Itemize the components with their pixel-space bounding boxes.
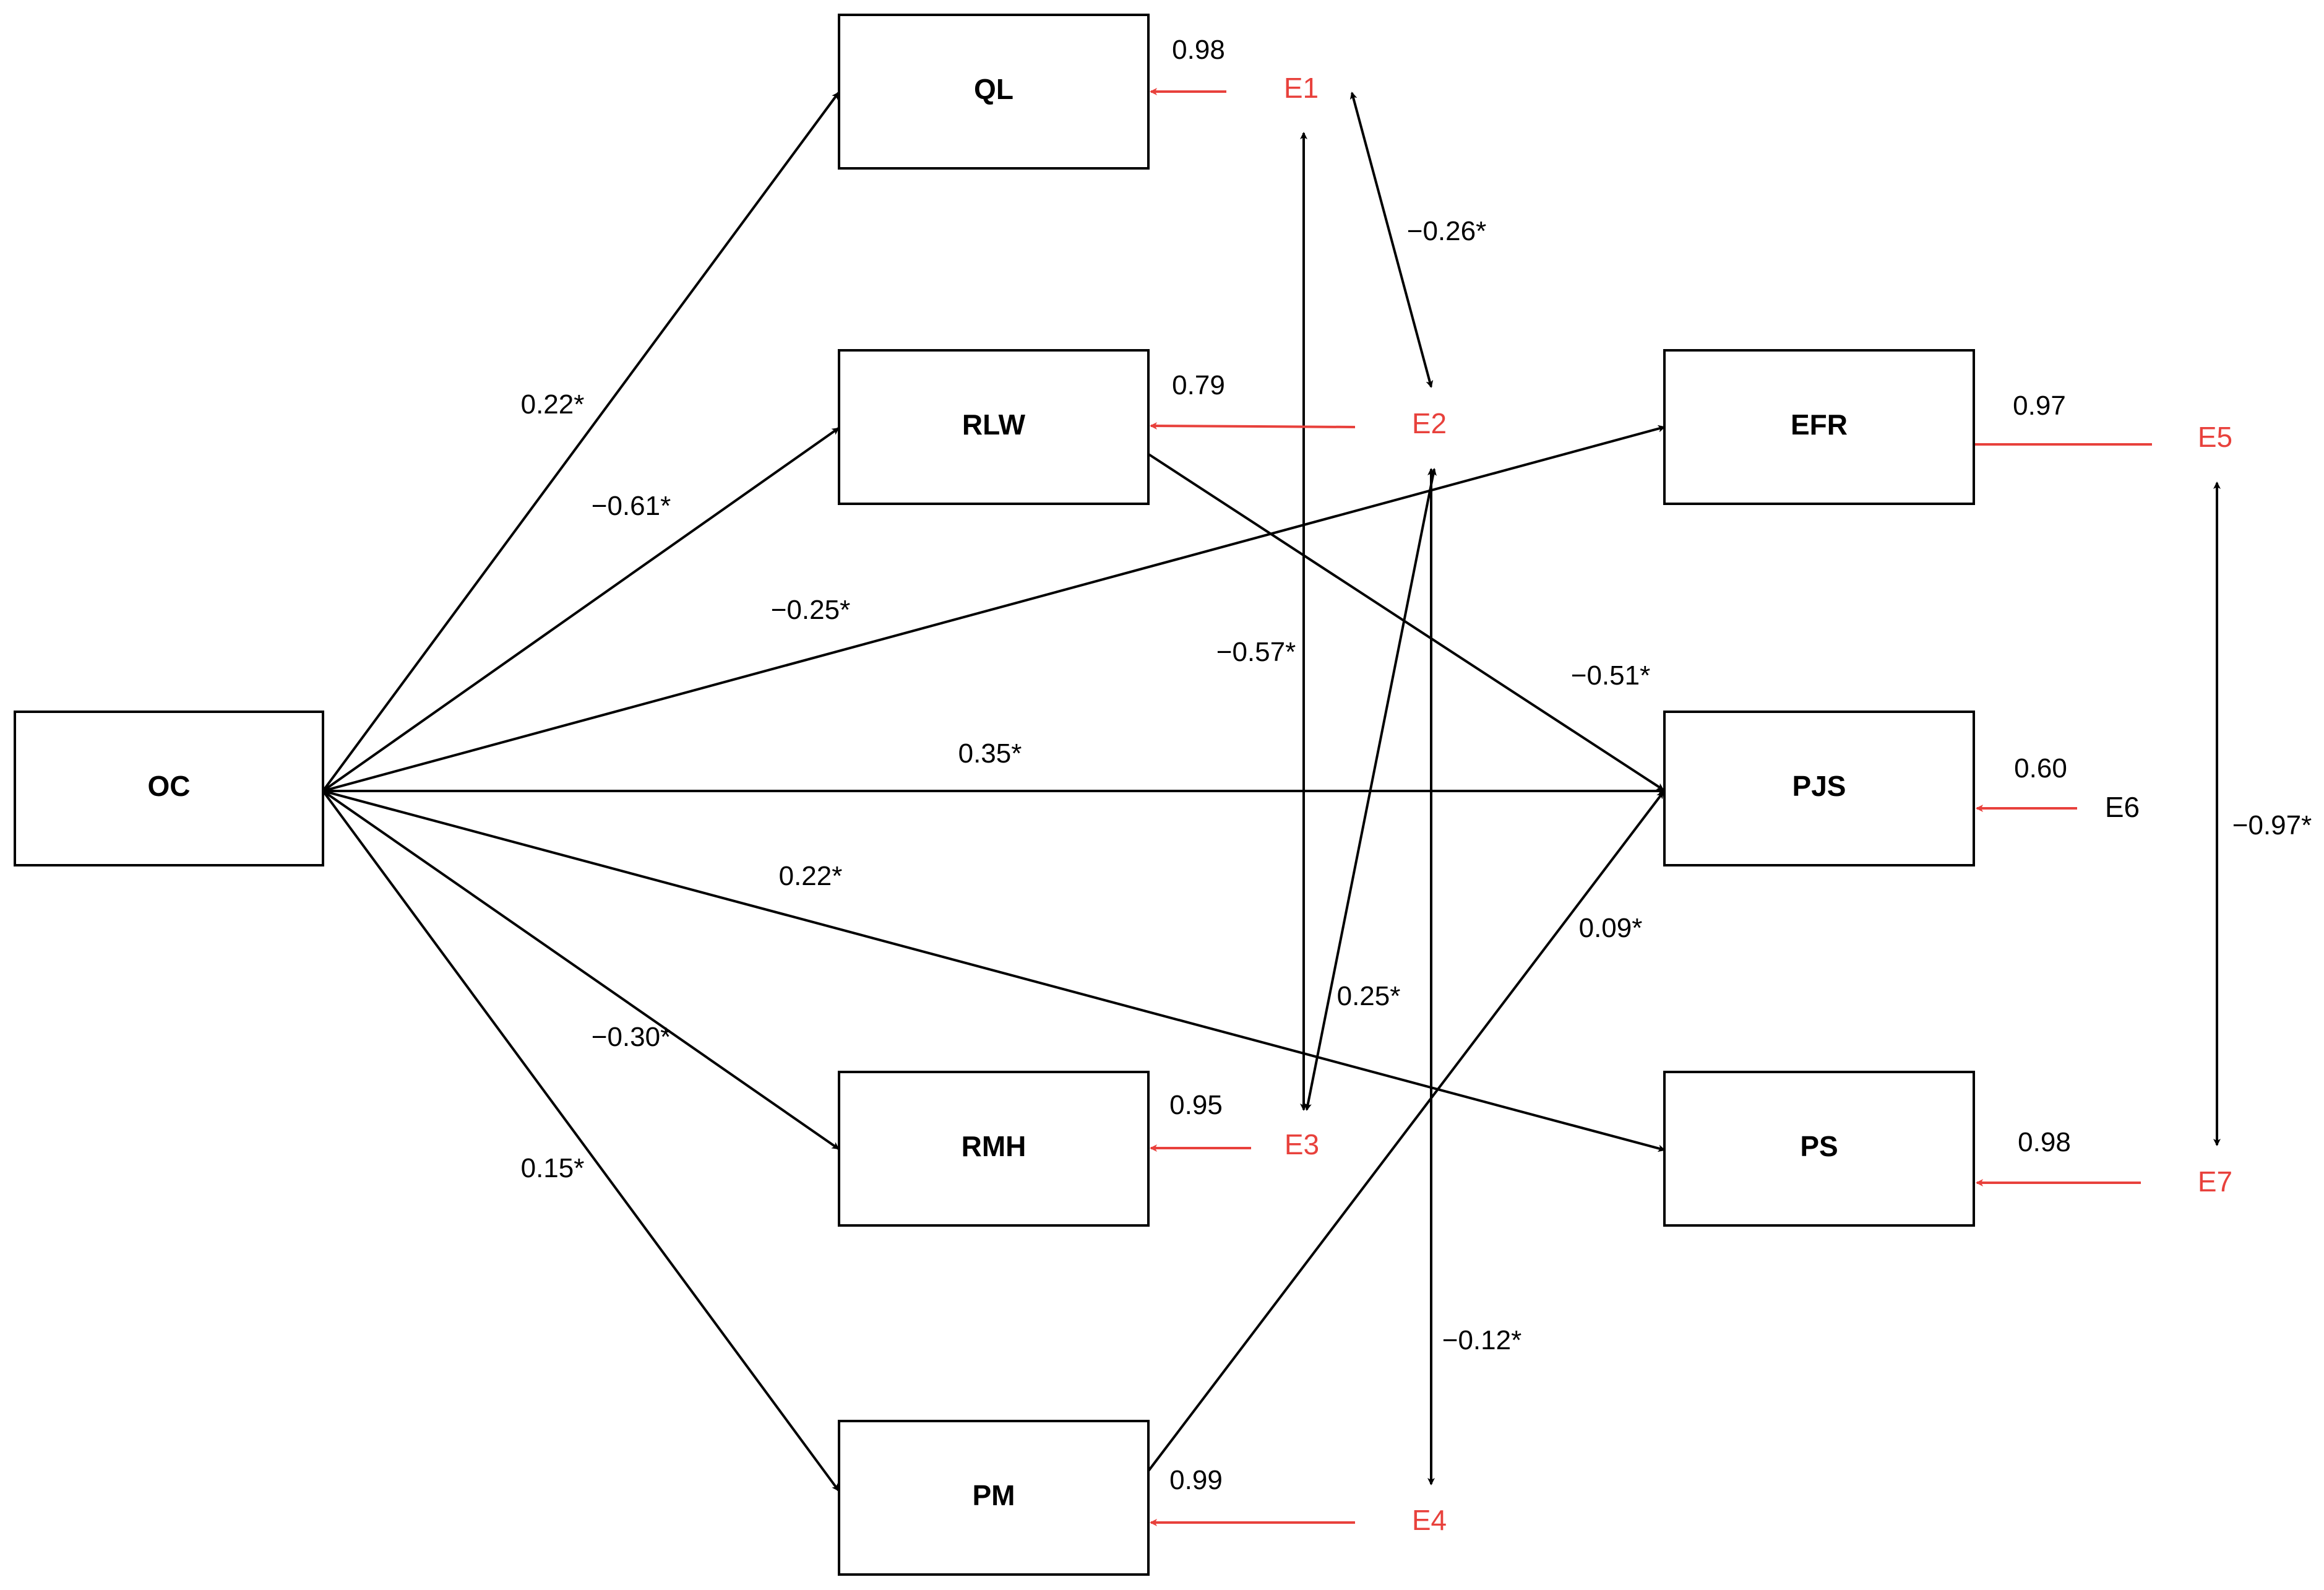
loading-e1-ql: 0.98: [1172, 35, 1225, 65]
error-e1: E1: [1284, 72, 1319, 104]
cov-e1-e2: [1349, 92, 1434, 388]
node-ql: QL: [838, 14, 1150, 170]
coef-pm-pjs: 0.09*: [1579, 913, 1643, 943]
path-oc-pm: [322, 790, 840, 1492]
error-e5: E5: [2198, 421, 2232, 453]
error-labels: E1 E2 E3 E4 E5 E6 E7: [1284, 72, 2232, 1536]
loading-e6-pjs: 0.60: [2014, 753, 2067, 784]
node-efr: EFR: [1663, 349, 1975, 505]
coef-oc-ql: 0.22*: [521, 389, 585, 420]
loading-e7-ps: 0.98: [2018, 1127, 2071, 1157]
error-e7: E7: [2198, 1165, 2232, 1198]
coef-oc-efr: −0.25*: [771, 595, 850, 625]
node-oc: OC: [14, 711, 324, 866]
loading-e4-pm: 0.99: [1169, 1465, 1223, 1495]
path-oc-efr: [322, 425, 1666, 792]
error-paths: [1150, 88, 2152, 1526]
node-rlw-label: RLW: [962, 408, 1026, 441]
cov-label-e2-e3: 0.25*: [1337, 981, 1401, 1011]
error-e4: E4: [1412, 1504, 1447, 1536]
node-rlw: RLW: [838, 349, 1150, 505]
coef-oc-pm: 0.15*: [521, 1153, 585, 1183]
coef-oc-rlw: −0.61*: [592, 491, 671, 521]
node-ql-label: QL: [974, 73, 1014, 105]
coef-rlw-pjs: −0.51*: [1571, 660, 1650, 691]
node-pjs-label: PJS: [1792, 770, 1846, 802]
cov-label-e1-e2: −0.26*: [1407, 216, 1486, 246]
path-oc-rlw: [322, 427, 840, 792]
path-oc-rmh: [322, 790, 840, 1150]
node-oc-label: OC: [148, 770, 191, 802]
path-coefficient-labels: 0.22* −0.61* −0.25* 0.35* 0.22* −0.30* 0…: [521, 389, 1651, 1183]
node-rmh-label: RMH: [962, 1130, 1026, 1162]
node-efr-label: EFR: [1791, 408, 1848, 441]
path-oc-ps: [322, 790, 1666, 1152]
error-e6: E6: [2105, 791, 2140, 823]
error-loading-labels: 0.98 0.79 0.95 0.99 0.97 0.60 0.98: [1169, 35, 2071, 1495]
coef-oc-pjs: 0.35*: [958, 738, 1022, 769]
path-rlw-pjs: [1147, 452, 1664, 791]
covariance-paths: [1300, 92, 2221, 1485]
error-e2: E2: [1412, 407, 1447, 439]
cov-label-e5-e7: −0.97*: [2232, 810, 2312, 840]
coef-oc-rmh: −0.30*: [592, 1022, 671, 1052]
err-path-e2-rlw: [1150, 422, 1356, 430]
loading-e2-rlw: 0.79: [1172, 370, 1225, 400]
node-ps-label: PS: [1800, 1130, 1838, 1162]
path-pm-pjs: [1147, 791, 1664, 1473]
cov-label-e2-e4: −0.12*: [1442, 1325, 1521, 1355]
node-pm: PM: [838, 1420, 1150, 1576]
node-pjs: PJS: [1663, 711, 1975, 866]
error-e3: E3: [1285, 1128, 1319, 1160]
cov-label-e1-e3: −0.57*: [1216, 637, 1296, 667]
loading-e5-efr: 0.97: [2013, 391, 2066, 421]
loading-e3-rmh: 0.95: [1169, 1090, 1223, 1120]
node-rmh: RMH: [838, 1071, 1150, 1227]
coef-oc-ps: 0.22*: [779, 861, 843, 891]
node-pm-label: PM: [973, 1479, 1015, 1511]
cov-e2-e3: [1304, 468, 1437, 1111]
covariance-labels: −0.26* −0.57* 0.25* −0.12* −0.97*: [1216, 216, 2312, 1355]
structural-paths: [322, 92, 1666, 1492]
node-ps: PS: [1663, 1071, 1975, 1227]
path-oc-ql: [322, 92, 840, 792]
